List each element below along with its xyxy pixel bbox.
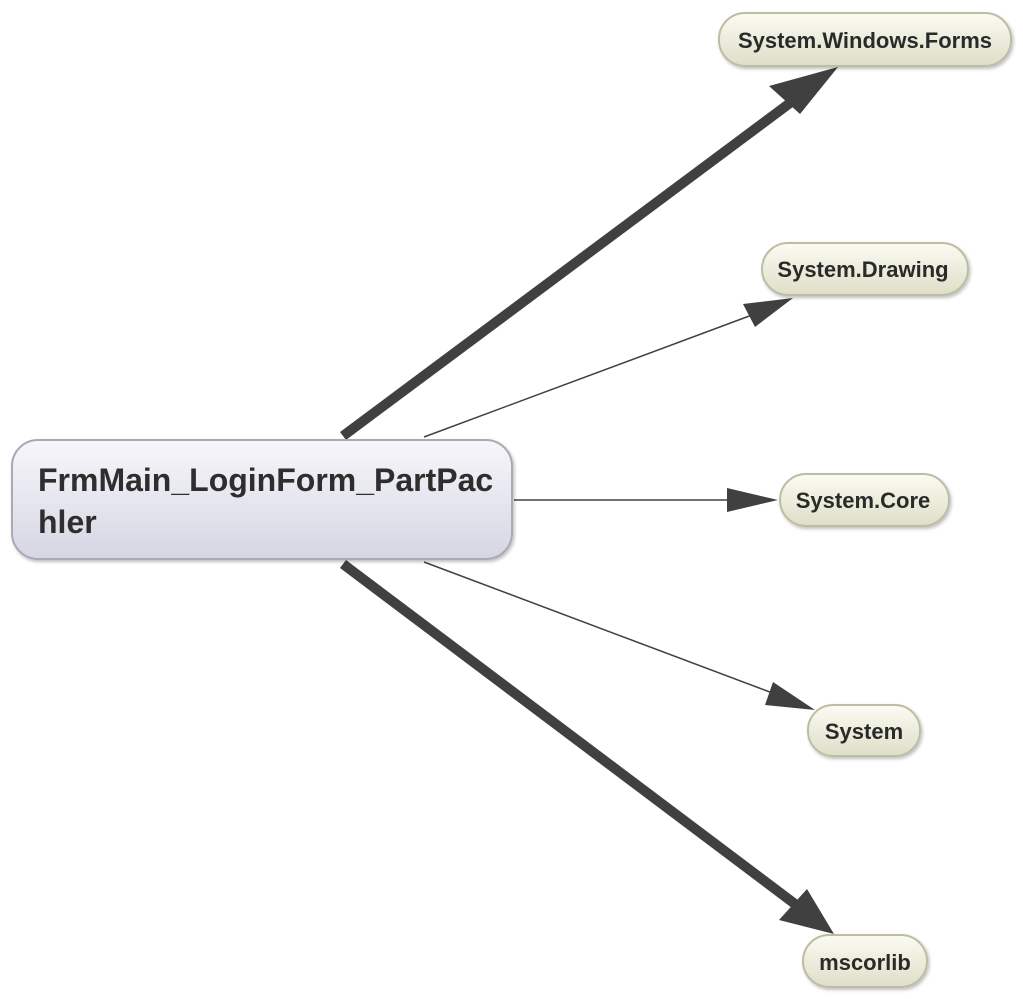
target-node-system-core[interactable]: System.Core [779,473,950,527]
target-node-system-drawing[interactable]: System.Drawing [761,242,969,296]
source-node-label-line2: hler [38,504,97,540]
target-label-mscorlib: mscorlib [819,950,911,975]
edge-to-mscorlib [339,560,834,934]
edge-to-system-drawing [423,298,793,438]
target-label-system-windows-forms: System.Windows.Forms [738,28,992,53]
target-node-mscorlib[interactable]: mscorlib [802,934,928,988]
target-node-system-windows-forms[interactable]: System.Windows.Forms [718,12,1012,67]
source-node[interactable] [11,439,513,560]
target-label-system: System [825,719,903,744]
target-label-system-drawing: System.Drawing [777,257,948,282]
target-label-system-core: System.Core [796,488,931,513]
edge-to-system [423,561,815,710]
edge-to-system-core [514,488,778,512]
source-node-label-line1: FrmMain_LoginForm_PartPac [38,462,493,498]
edges [339,67,838,934]
target-node-system[interactable]: System [807,704,921,757]
edge-to-system-windows-forms [340,67,838,441]
